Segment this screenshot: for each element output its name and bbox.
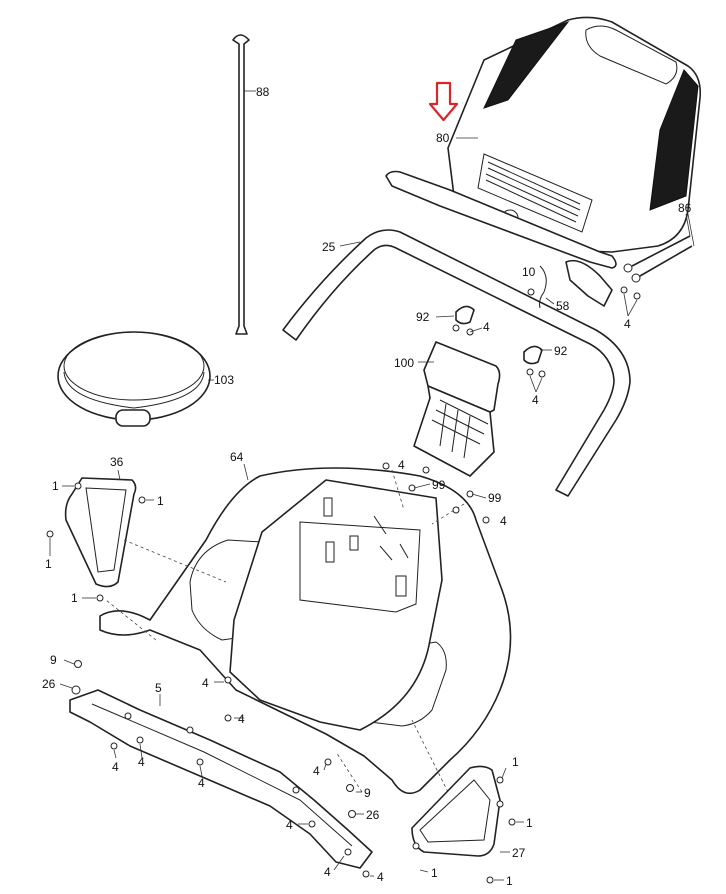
label-4-rail-f: 4	[313, 764, 320, 778]
label-1-left-right: 1	[157, 494, 164, 508]
part-25-handlebar	[282, 229, 631, 497]
label-4-rail-d: 4	[138, 755, 145, 769]
part-64-main-shroud	[99, 463, 512, 795]
part-100-bracket	[413, 341, 501, 477]
label-4-lower-clamp: 4	[532, 393, 539, 407]
part-5-lower-rail	[59, 659, 374, 878]
part-27-right-cover	[411, 765, 524, 884]
label-92-upper: 92	[416, 310, 430, 324]
callout-labels: 88 80 86 25 10 58 92 4 4 92 4 100 103 36…	[42, 85, 692, 888]
label-36: 36	[110, 455, 124, 469]
label-4-rail-g: 4	[286, 818, 293, 832]
label-4-upper-clamp: 4	[483, 320, 490, 334]
label-1-right-bottom-left: 1	[431, 866, 438, 880]
label-4-rail-c: 4	[112, 760, 119, 774]
part-103-belt	[57, 331, 214, 427]
label-9-left: 9	[50, 653, 57, 667]
label-64: 64	[230, 450, 244, 464]
label-99-left: 99	[432, 478, 446, 492]
label-92-lower: 92	[554, 344, 568, 358]
label-1-left-bottom: 1	[45, 557, 52, 571]
part-88-pin	[232, 34, 256, 335]
part-92-clamps	[435, 305, 552, 393]
label-27: 27	[512, 846, 526, 860]
label-4-rail-h: 4	[324, 865, 331, 879]
label-26-left: 26	[42, 677, 56, 691]
part-80-console-hood	[385, 16, 702, 307]
label-5: 5	[155, 681, 162, 695]
label-1-left-top: 1	[52, 479, 59, 493]
label-4-rail-b: 4	[238, 712, 245, 726]
label-4-right-bolts: 4	[624, 317, 631, 331]
label-86: 86	[678, 201, 692, 215]
part-58-wire	[527, 265, 555, 309]
label-1-right-top: 1	[512, 755, 519, 769]
label-9-right: 9	[364, 786, 371, 800]
label-80: 80	[436, 131, 450, 145]
label-4-rail-i: 4	[377, 870, 384, 884]
label-1-left-lower: 1	[71, 591, 78, 605]
highlight-arrow	[428, 81, 459, 122]
label-1-right-mid: 1	[526, 816, 533, 830]
label-4-shroud-right: 4	[500, 514, 507, 528]
label-1-right-bottom: 1	[506, 874, 513, 888]
label-88: 88	[256, 85, 270, 99]
label-10: 10	[522, 265, 536, 279]
label-26-right: 26	[366, 808, 380, 822]
label-99-right: 99	[488, 491, 502, 505]
label-100: 100	[394, 356, 414, 370]
part-99-screws	[382, 462, 490, 524]
part-86-bolts	[620, 213, 695, 317]
label-4-rail-a: 4	[202, 676, 209, 690]
part-36-left-cover	[46, 469, 154, 602]
label-103: 103	[214, 373, 234, 387]
label-4-shroud-top: 4	[398, 458, 405, 472]
label-58: 58	[556, 299, 570, 313]
label-25: 25	[322, 240, 336, 254]
label-4-rail-e: 4	[198, 776, 205, 790]
